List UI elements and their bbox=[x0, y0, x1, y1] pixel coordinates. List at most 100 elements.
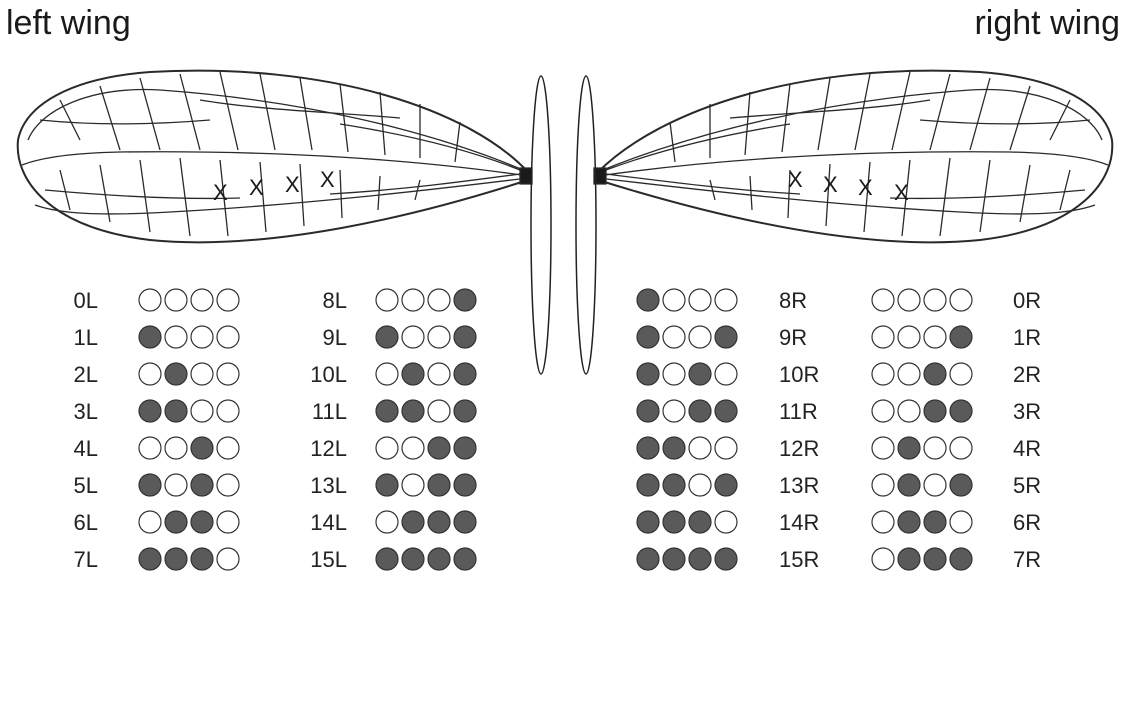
empty-dot bbox=[191, 400, 213, 422]
wing-mark: X bbox=[213, 180, 228, 205]
code-label: 13L bbox=[310, 473, 347, 498]
code-label: 8R bbox=[779, 288, 807, 313]
filled-dot bbox=[637, 474, 659, 496]
empty-dot bbox=[402, 289, 424, 311]
empty-dot bbox=[689, 289, 711, 311]
empty-dot bbox=[872, 437, 894, 459]
code-label: 8L bbox=[323, 288, 347, 313]
empty-dot bbox=[217, 474, 239, 496]
empty-dot bbox=[428, 289, 450, 311]
empty-dot bbox=[428, 363, 450, 385]
empty-dot bbox=[872, 363, 894, 385]
empty-dot bbox=[165, 289, 187, 311]
wing-mark: X bbox=[858, 175, 873, 200]
empty-dot bbox=[191, 326, 213, 348]
right-wing-illustration bbox=[594, 71, 1112, 243]
filled-dot bbox=[402, 548, 424, 570]
filled-dot bbox=[950, 548, 972, 570]
filled-dot bbox=[454, 548, 476, 570]
empty-dot bbox=[689, 474, 711, 496]
filled-dot bbox=[637, 289, 659, 311]
filled-dot bbox=[376, 400, 398, 422]
empty-dot bbox=[924, 437, 946, 459]
empty-dot bbox=[217, 326, 239, 348]
code-label: 3R bbox=[1013, 399, 1041, 424]
filled-dot bbox=[715, 474, 737, 496]
filled-dot bbox=[637, 400, 659, 422]
filled-dot bbox=[139, 548, 161, 570]
code-label: 4R bbox=[1013, 436, 1041, 461]
empty-dot bbox=[376, 289, 398, 311]
code-label: 3L bbox=[74, 399, 98, 424]
wing-mark: X bbox=[249, 175, 264, 200]
empty-dot bbox=[950, 363, 972, 385]
filled-dot bbox=[165, 363, 187, 385]
empty-dot bbox=[402, 326, 424, 348]
filled-dot bbox=[454, 289, 476, 311]
filled-dot bbox=[689, 363, 711, 385]
code-label: 10L bbox=[310, 362, 347, 387]
filled-dot bbox=[637, 437, 659, 459]
empty-dot bbox=[872, 474, 894, 496]
filled-dot bbox=[950, 474, 972, 496]
empty-dot bbox=[217, 548, 239, 570]
code-label: 14R bbox=[779, 510, 819, 535]
filled-dot bbox=[376, 548, 398, 570]
empty-dot bbox=[872, 289, 894, 311]
filled-dot bbox=[165, 548, 187, 570]
empty-dot bbox=[924, 289, 946, 311]
empty-dot bbox=[898, 326, 920, 348]
filled-dot bbox=[454, 437, 476, 459]
wing-mark: X bbox=[285, 172, 300, 197]
empty-dot bbox=[139, 437, 161, 459]
filled-dot bbox=[689, 511, 711, 533]
filled-dot bbox=[191, 474, 213, 496]
wing-mark: X bbox=[823, 172, 838, 197]
code-label: 15L bbox=[310, 547, 347, 572]
empty-dot bbox=[663, 363, 685, 385]
empty-dot bbox=[715, 363, 737, 385]
filled-dot bbox=[376, 474, 398, 496]
empty-dot bbox=[950, 437, 972, 459]
empty-dot bbox=[898, 363, 920, 385]
right-wing-marks: X X X X bbox=[788, 167, 909, 205]
filled-dot bbox=[139, 474, 161, 496]
empty-dot bbox=[191, 363, 213, 385]
code-label: 11L bbox=[312, 399, 347, 424]
filled-dot bbox=[663, 548, 685, 570]
filled-dot bbox=[924, 548, 946, 570]
empty-dot bbox=[428, 400, 450, 422]
code-label: 5L bbox=[74, 473, 98, 498]
empty-dot bbox=[689, 437, 711, 459]
empty-dot bbox=[217, 437, 239, 459]
empty-dot bbox=[191, 289, 213, 311]
code-label: 6L bbox=[74, 510, 98, 535]
empty-dot bbox=[165, 474, 187, 496]
left-wing-illustration bbox=[18, 71, 532, 243]
filled-dot bbox=[191, 437, 213, 459]
empty-dot bbox=[872, 548, 894, 570]
filled-dot bbox=[402, 400, 424, 422]
filled-dot bbox=[663, 437, 685, 459]
left-wing-marks: X X X X bbox=[213, 167, 335, 205]
code-label: 4L bbox=[74, 436, 98, 461]
code-label: 15R bbox=[779, 547, 819, 572]
empty-dot bbox=[217, 400, 239, 422]
filled-dot bbox=[898, 474, 920, 496]
empty-dot bbox=[376, 511, 398, 533]
empty-dot bbox=[950, 289, 972, 311]
filled-dot bbox=[950, 326, 972, 348]
filled-dot bbox=[637, 511, 659, 533]
filled-dot bbox=[402, 363, 424, 385]
empty-dot bbox=[139, 289, 161, 311]
filled-dot bbox=[898, 437, 920, 459]
code-label: 13R bbox=[779, 473, 819, 498]
code-label: 2R bbox=[1013, 362, 1041, 387]
empty-dot bbox=[715, 437, 737, 459]
empty-dot bbox=[872, 400, 894, 422]
empty-dot bbox=[402, 474, 424, 496]
empty-dot bbox=[689, 326, 711, 348]
filled-dot bbox=[165, 511, 187, 533]
code-label: 1R bbox=[1013, 325, 1041, 350]
